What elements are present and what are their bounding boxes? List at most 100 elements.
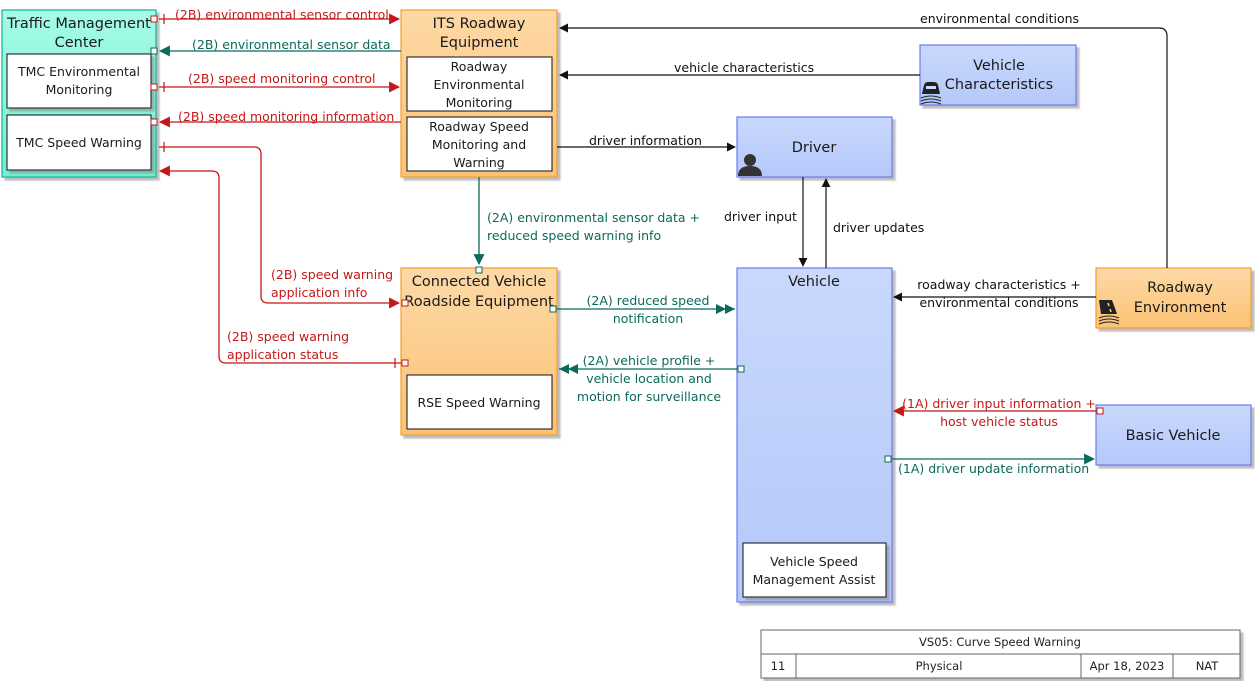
svg-text:roadway characteristics +envir: roadway characteristics + environmental c… [917,277,1080,310]
flow-env-data-reduced-speed[interactable]: (2A) environmental sensor data + reduced … [473,177,700,274]
text-line: driver information [589,133,702,148]
text-line: environmental conditions [919,295,1078,310]
text-line: reduced speed warning info [487,228,661,243]
text-line: Center [55,35,104,51]
text-line: Roadway Speed [429,119,529,134]
driver[interactable]: Driver [736,116,893,178]
flow-env-sensor-control[interactable]: (2B) environmental sensor control [150,7,401,25]
svg-text:(2B) environmental sensor data: (2B) environmental sensor data [192,37,391,52]
text-line: TMC Speed Warning [15,135,142,150]
svg-text:environmental conditions: environmental conditions [920,11,1079,26]
text-line: (2B) speed warning [271,267,393,282]
svg-text:driver input: driver input [724,209,797,224]
flow-speed-monitoring-control[interactable]: (2B) speed monitoring control [150,71,401,93]
flow-driver-updates[interactable]: driver updates [821,178,924,268]
text-line: (2A) environmental sensor data + [487,210,700,225]
flow-environmental-conditions[interactable]: environmental conditions [559,11,1168,268]
svg-text:driver information: driver information [589,133,702,148]
text-line: (2B) environmental sensor control [175,7,389,22]
text-line: application info [271,285,367,300]
flow-driver-update-information[interactable]: (1A) driver update information [884,453,1096,476]
rse-speed-warning[interactable]: RSE Speed Warning [406,374,553,430]
diagram-date: Apr 18, 2023 [1090,659,1165,673]
text-line: (2B) environmental sensor data [192,37,391,52]
rse-speed-label: RSE Speed Warning [417,395,540,410]
text-line: ITS Roadway [433,16,526,32]
flow-driver-input[interactable]: driver input [724,177,808,267]
text-line: Environmental [434,77,525,92]
flow-roadway-char-env-conditions[interactable]: roadway characteristics + environmental c… [893,277,1096,310]
text-line: Warning [453,155,504,170]
person-icon [738,154,762,176]
diagram-view: Physical [916,659,963,673]
text-line: driver updates [833,220,924,235]
driver-title: Driver [792,140,837,156]
text-line: (2B) speed monitoring information [178,109,394,124]
text-line: host vehicle status [940,414,1058,429]
flow-env-sensor-data[interactable]: (2B) environmental sensor data [150,37,401,57]
text-line: notification [613,311,683,326]
svg-text:vehicle characteristics: vehicle characteristics [674,60,814,75]
flow-driver-input-information[interactable]: (1A) driver input information +host vehi… [892,396,1104,429]
text-line: environmental conditions [920,11,1079,26]
text-line: Characteristics [945,77,1053,93]
flow-speed-warning-application-status[interactable]: (2B) speed warning application status [158,165,409,368]
text-line: application status [227,347,338,362]
text-line: Monitoring [446,95,513,110]
svg-text:driver updates: driver updates [833,220,924,235]
text-line: roadway characteristics + [917,277,1080,292]
text-line: Vehicle [788,274,840,290]
text-line: Environment [1134,300,1227,316]
text-line: Vehicle [973,58,1025,74]
text-line: motion for surveillance [577,389,721,404]
text-line: (1A) driver update information [898,461,1089,476]
text-line: (2B) speed warning [227,329,349,344]
svg-text:(1A) driver input information: (1A) driver input information +host vehi… [902,396,1096,429]
text-line: RSE Speed Warning [417,395,540,410]
svg-text:(2A) vehicle profile +vehicle: (2A) vehicle profile +vehicle location a… [577,353,721,404]
text-line: Vehicle Speed [770,554,858,569]
text-line: Connected Vehicle [412,274,547,290]
text-line: Management Assist [753,572,876,587]
tmc-speed-warning[interactable]: TMC Speed Warning [6,114,152,171]
flow-speed-monitoring-information[interactable]: (2B) speed monitoring information [150,109,401,128]
text-line: Monitoring [46,82,113,97]
svg-text:(2A) environmental sensor data: (2A) environmental sensor data + reduced … [487,210,700,243]
text-line: Basic Vehicle [1126,428,1221,444]
text-line: Roadway [1147,280,1213,296]
basic-vehicle[interactable]: Basic Vehicle [1095,404,1252,466]
tmc-speed-label: TMC Speed Warning [15,135,142,150]
flow-vehicle-profile-location[interactable]: (2A) vehicle profile +vehicle location a… [559,353,745,404]
flow-driver-information[interactable]: driver information [557,133,736,152]
text-line: driver input [724,209,797,224]
svg-text:(2B) environmental sensor cont: (2B) environmental sensor control [175,7,389,22]
basic-vehicle-title: Basic Vehicle [1126,428,1221,444]
text-line: Traffic Management [6,16,151,32]
diagram-scope: NAT [1196,659,1220,673]
text-line: TMC Environmental [17,64,140,79]
svg-text:(1A) driver update information: (1A) driver update information [898,461,1089,476]
svg-text:(2B) speed monitoring informat: (2B) speed monitoring information [178,109,394,124]
flow-vehicle-characteristics[interactable]: vehicle characteristics [559,60,920,80]
title-block [760,629,1241,679]
flow-speed-warning-application-info[interactable]: (2B) speed warning application info [159,142,409,309]
